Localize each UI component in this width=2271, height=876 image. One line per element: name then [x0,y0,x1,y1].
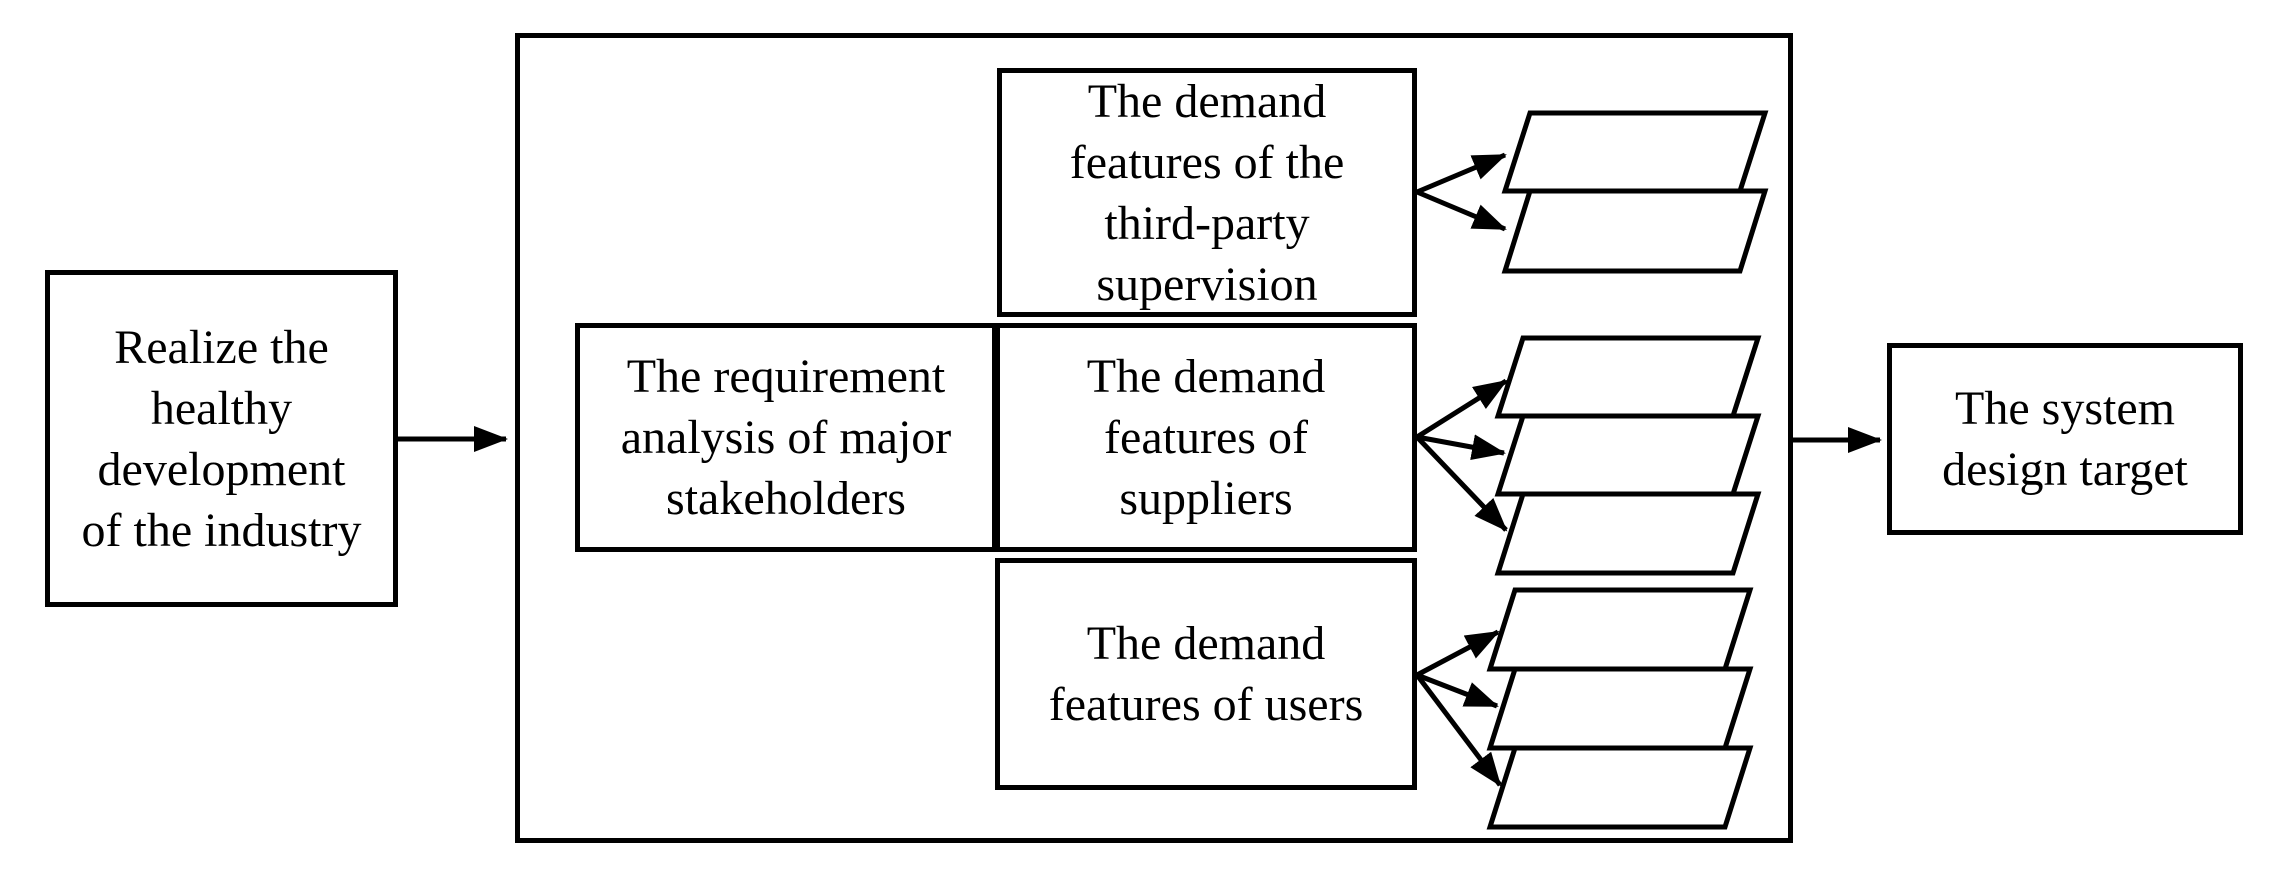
goal-box: Realize the healthy development of the i… [45,270,398,607]
requirement-analysis-box: The requirement analysis of major stakeh… [575,323,997,552]
stakeholder-analysis-frame [515,33,1793,843]
system-design-target-box: The system design target [1887,343,2243,535]
suppliers-demand-box: The demand features of suppliers [995,323,1417,552]
users-demand-box: The demand features of users [995,558,1417,790]
third-party-supervision-box: The demand features of the third-party s… [997,68,1417,317]
